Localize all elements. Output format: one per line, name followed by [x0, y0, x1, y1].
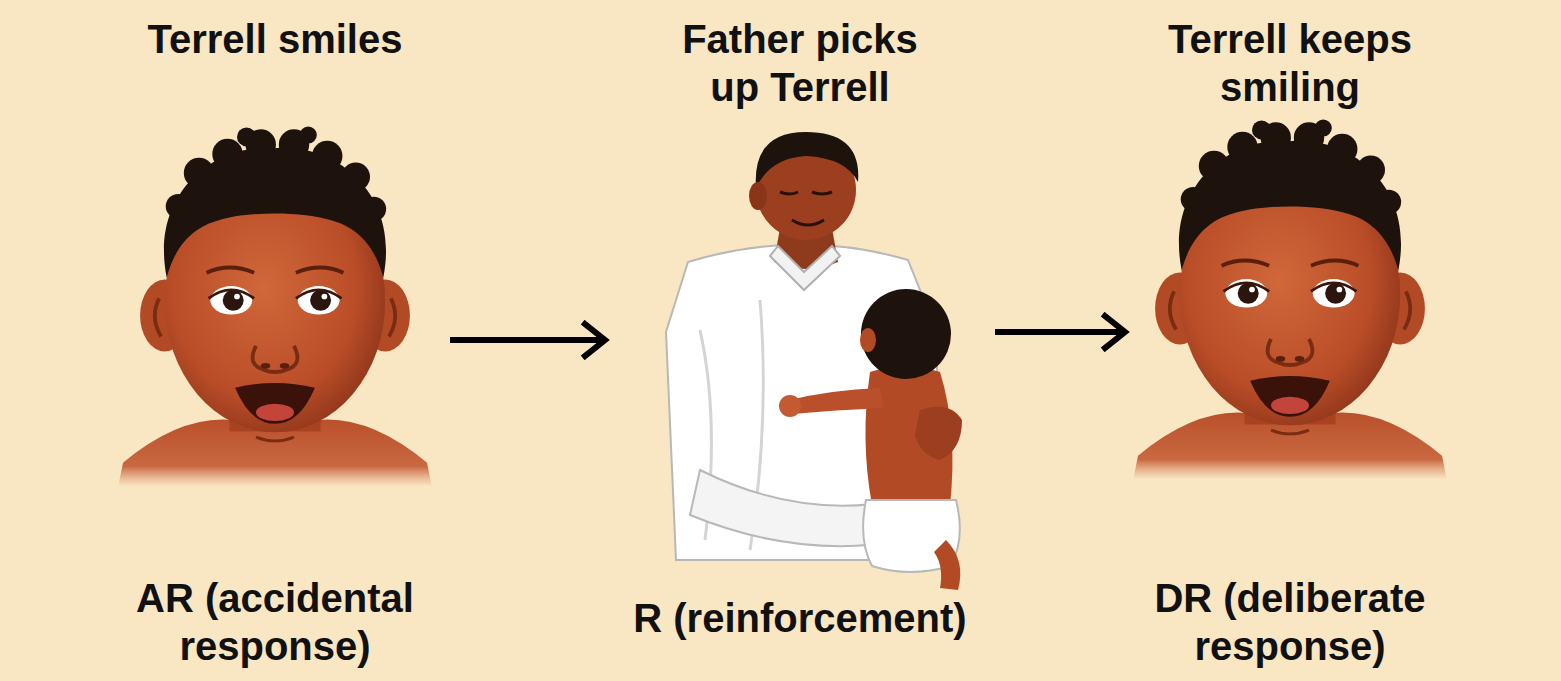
father-holding-baby: [666, 132, 962, 590]
father-eye: [780, 192, 798, 194]
baby-arm: [787, 388, 884, 414]
step-heading: Father picks up Terrell: [665, 15, 935, 111]
flow-arrow: [450, 337, 605, 343]
step-heading: Terrell keeps smiling: [1148, 15, 1433, 111]
step-heading: Terrell smiles: [148, 15, 403, 63]
father-hand: [915, 407, 962, 460]
step-caption: AR (accidental response): [110, 574, 440, 670]
baby-ear: [860, 328, 876, 352]
step-panel: Terrell keeps smiling DR (deliberate resp…: [1125, 15, 1455, 670]
baby-leg: [934, 540, 960, 590]
baby-face: [1133, 119, 1447, 479]
father-ear: [749, 182, 767, 210]
father-eye: [812, 192, 832, 194]
baby-hand: [779, 395, 801, 417]
shirt-collar: [770, 246, 840, 290]
father-smile: [792, 220, 824, 225]
step-caption: DR (deliberate response): [1130, 574, 1450, 670]
baby-head-back: [861, 289, 951, 379]
flow-arrow: [995, 329, 1125, 335]
baby-face: [118, 126, 432, 486]
step-caption: R (reinforcement): [633, 594, 966, 642]
father-hair: [756, 132, 859, 188]
step-panel: Terrell smiles AR (accidental response): [100, 15, 450, 670]
step-panel: Father picks up Terrell R (reinforcement): [605, 15, 995, 670]
